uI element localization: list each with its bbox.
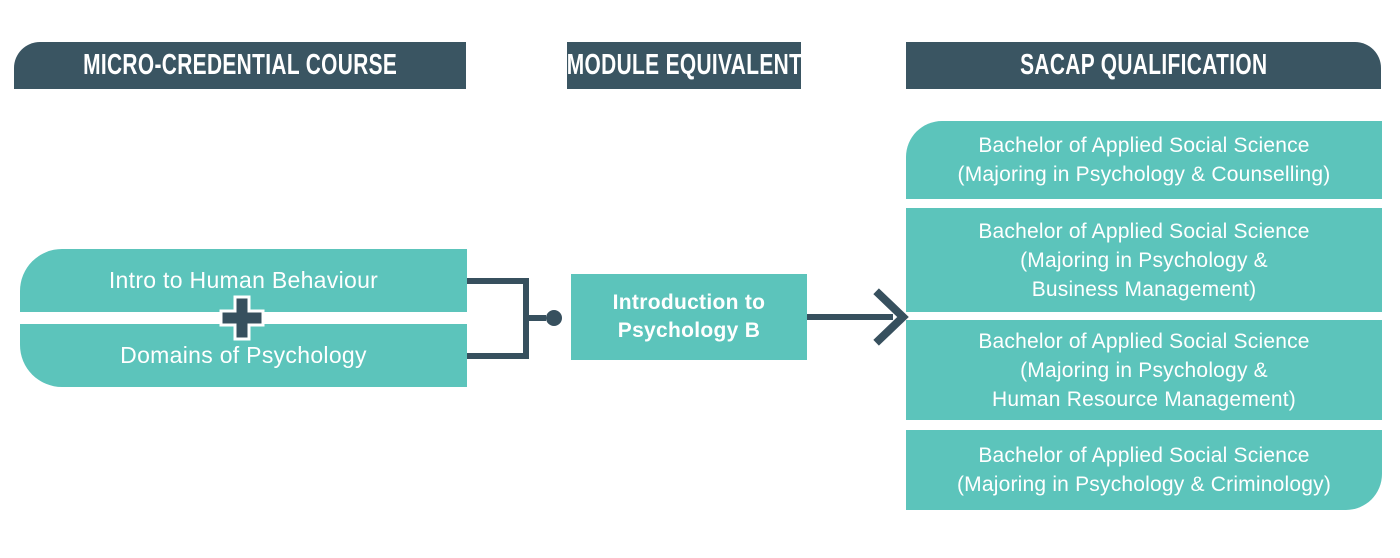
qualification-line: (Majoring in Psychology & Criminology) (956, 473, 1332, 496)
module-label: Introduction to Psychology B (612, 291, 766, 342)
qualification-box-business-management: Bachelor of Applied Social Science (Majo… (906, 208, 1382, 312)
course-label: Intro to Human Behaviour (108, 267, 379, 293)
qualification-line: Bachelor of Applied Social Science (978, 219, 1310, 243)
course-box-domains-of-psychology: Domains of Psychology (20, 324, 467, 387)
column-header-label: MODULE EQUIVALENT (566, 49, 802, 81)
course-label: Domains of Psychology (120, 342, 367, 368)
qualification-line: Bachelor of Applied Social Science (978, 329, 1310, 353)
qualification-box-human-resource-management: Bachelor of Applied Social Science (Majo… (906, 320, 1382, 420)
plus-icon-glyph (219, 295, 265, 341)
qualification-line: (Majoring in Psychology & (1020, 358, 1268, 382)
column-header-module-equivalent: MODULE EQUIVALENT (566, 42, 802, 89)
column-header-label: SACAP QUALIFICATION (1019, 49, 1268, 81)
module-box-introduction-to-psychology-b: Introduction to Psychology B (571, 274, 807, 360)
arrow-head-icon (873, 288, 909, 346)
qualification-line: Human Resource Management) (991, 387, 1296, 411)
column-header-sacap-qualification: SACAP QUALIFICATION (906, 42, 1381, 89)
qualification-box-criminology: Bachelor of Applied Social Science (Majo… (906, 430, 1382, 510)
bracket-connector (467, 278, 529, 359)
qualification-line: Bachelor of Applied Social Science (978, 134, 1310, 157)
qualification-line: Business Management) (1031, 277, 1257, 301)
qualification-line: (Majoring in Psychology & (1020, 248, 1268, 272)
qualification-box-counselling: Bachelor of Applied Social Science (Majo… (906, 121, 1382, 199)
qualification-line: Bachelor of Applied Social Science (978, 444, 1310, 467)
column-header-micro-credential: MICRO-CREDENTIAL COURSE (14, 42, 466, 89)
qualification-line: (Majoring in Psychology & Counselling) (957, 163, 1331, 186)
column-header-label: MICRO-CREDENTIAL COURSE (82, 49, 398, 81)
plus-icon (216, 292, 268, 344)
junction-dot (546, 310, 562, 326)
